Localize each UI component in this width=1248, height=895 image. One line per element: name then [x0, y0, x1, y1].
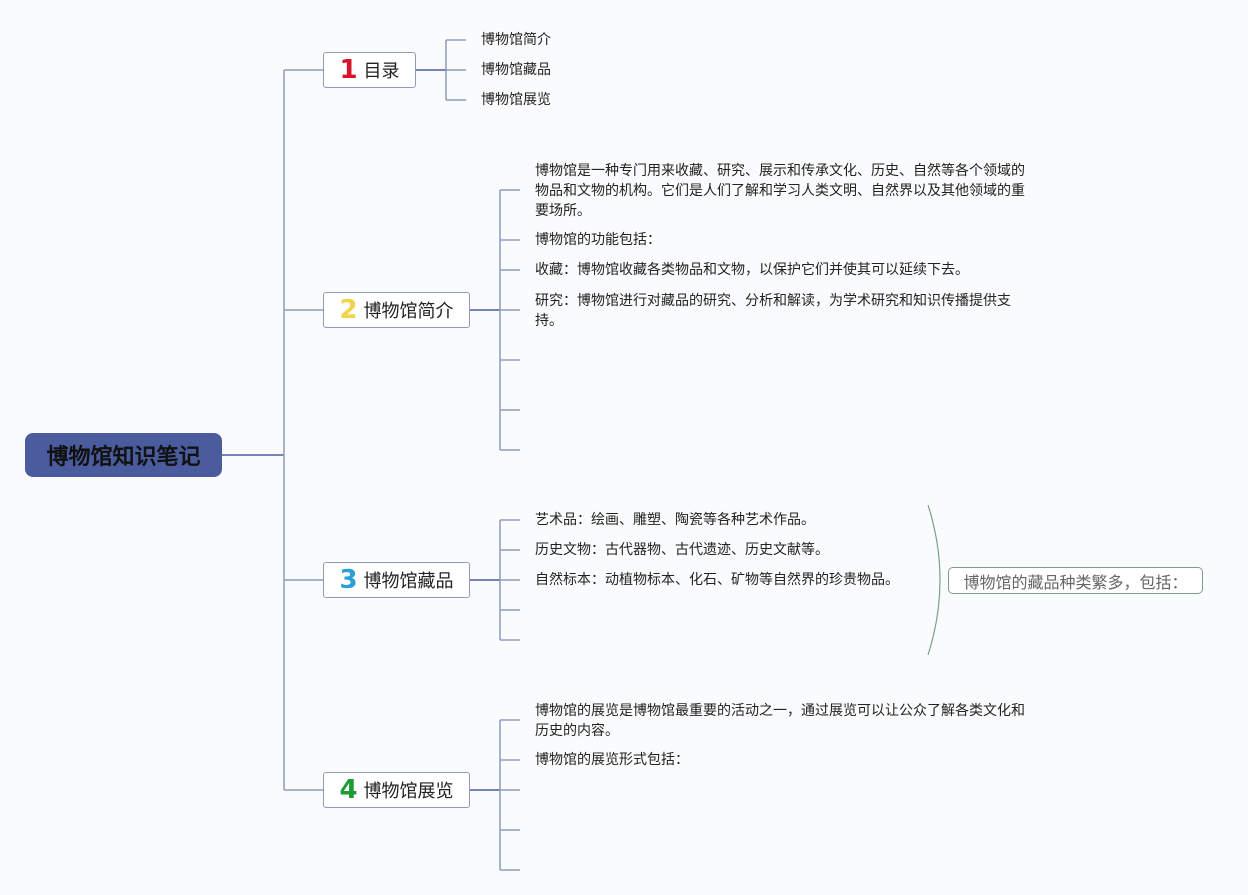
intro-item[interactable]: 研究：博物馆进行对藏品的研究、分析和解读，为学术研究和知识传播提供支持。 — [535, 293, 1011, 329]
intro-item[interactable]: 博物馆的功能包括： — [535, 232, 661, 248]
branch-label: 博物馆展览 — [363, 781, 454, 802]
branch-node-intro[interactable]: 2 博物馆简介 — [323, 292, 470, 328]
branch-label: 博物馆藏品 — [363, 571, 454, 592]
root-title: 博物馆知识笔记 — [46, 445, 201, 470]
summary-bracket — [927, 504, 941, 656]
collection-item[interactable]: 自然标本：动植物标本、化石、矿物等自然界的珍贵物品。 — [535, 572, 899, 588]
collection-item[interactable]: 历史文物：古代器物、古代遗迹、历史文献等。 — [535, 542, 829, 558]
collection-item[interactable]: 艺术品：绘画、雕塑、陶瓷等各种艺术作品。 — [535, 512, 815, 528]
exhibition-item[interactable]: 博物馆的展览是博物馆最重要的活动之一，通过展览可以让公众了解各类文化和历史的内容… — [535, 703, 1025, 739]
root-node[interactable]: 博物馆知识笔记 — [25, 433, 222, 477]
intro-item[interactable]: 博物馆是一种专门用来收藏、研究、展示和传承文化、历史、自然等各个领域的物品和文物… — [535, 163, 1025, 219]
branch-label: 博物馆简介 — [363, 301, 454, 322]
number-2-icon: 2 — [339, 295, 358, 325]
toc-item[interactable]: 博物馆简介 — [481, 32, 551, 48]
collection-summary[interactable]: 博物馆的藏品种类繁多，包括： — [948, 567, 1203, 594]
branch-node-toc[interactable]: 1 目录 — [323, 52, 416, 88]
number-3-icon: 3 — [339, 565, 358, 595]
branch-node-exhibition[interactable]: 4 博物馆展览 — [323, 772, 470, 808]
branch-label: 目录 — [363, 61, 400, 82]
number-1-icon: 1 — [339, 55, 358, 85]
number-4-icon: 4 — [339, 775, 358, 805]
intro-item[interactable]: 收藏：博物馆收藏各类物品和文物，以保护它们并使其可以延续下去。 — [535, 262, 969, 278]
exhibition-item[interactable]: 博物馆的展览形式包括： — [535, 752, 689, 768]
toc-item[interactable]: 博物馆展览 — [481, 92, 551, 108]
branch-node-collection[interactable]: 3 博物馆藏品 — [323, 562, 470, 598]
toc-item[interactable]: 博物馆藏品 — [481, 62, 551, 78]
